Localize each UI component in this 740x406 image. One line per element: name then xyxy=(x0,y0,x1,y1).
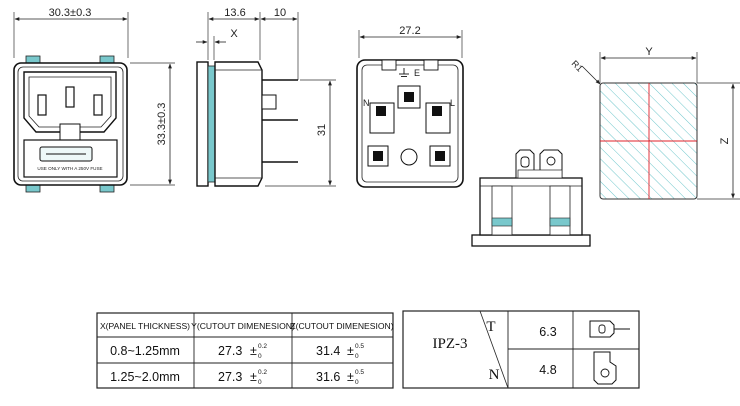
bottom-panel-section xyxy=(491,217,513,227)
spec-row1-y: 27.3 xyxy=(218,344,242,358)
bottom-flange xyxy=(471,234,591,247)
spec-row2-y-pm: ± xyxy=(250,370,257,384)
spec-row2-y-tol-upper: 0.2 xyxy=(258,369,267,376)
spec-row2-x: 1.25~2.0mm xyxy=(110,370,180,384)
terminal-screw xyxy=(376,106,386,116)
spec-row1-z-tol-upper: 0.5 xyxy=(355,343,364,350)
pin-slot-left xyxy=(37,94,47,116)
spec-header-x: X(PANEL THICKNESS) xyxy=(100,321,190,331)
earth-label: E xyxy=(414,68,420,78)
cutout-z-label: Z xyxy=(719,137,731,144)
panel-cutout: Y R1 Z xyxy=(570,46,740,200)
neutral-label: N xyxy=(363,98,370,108)
terminal-type-n: N xyxy=(489,367,500,383)
spec-row1-y-tol-upper: 0.2 xyxy=(258,343,267,350)
side-height-dimension: 31 xyxy=(316,124,328,136)
spec-row1-y-tol-lower: 0 xyxy=(258,353,262,360)
spec-row1-z-tol-lower: 0 xyxy=(355,353,359,360)
side-view: 13.6 10 X 31 xyxy=(196,7,336,187)
iec-inlet-recess xyxy=(28,76,112,128)
terminal-model: IPZ-3 xyxy=(433,336,468,352)
fuse-label: USE ONLY WITH A 250V FUSE xyxy=(37,166,102,171)
rear-width-dimension: 27.2 xyxy=(399,25,420,37)
spec-header-y: Y(CUTOUT DIMENESION) xyxy=(191,321,295,331)
cutout-y-label: Y xyxy=(645,46,653,58)
rear-body-inner xyxy=(361,64,459,183)
side-terminal-block xyxy=(261,94,277,110)
rear-mount-hole xyxy=(400,148,418,166)
terminal-screw xyxy=(373,151,383,161)
side-dim-b: 10 xyxy=(274,7,286,19)
terminal-size-n: 4.8 xyxy=(539,363,556,377)
spec-row1-z-pm: ± xyxy=(347,344,354,358)
spec-row2-z-tol-lower: 0 xyxy=(355,379,359,386)
terminal-view xyxy=(471,149,591,247)
tab-terminal-icon xyxy=(593,351,617,385)
front-body-inner xyxy=(17,66,124,182)
spec-row2-z: 31.6 xyxy=(316,370,340,384)
bottom-section-left xyxy=(491,185,513,236)
live-label: L xyxy=(450,98,455,108)
cutout-radius-leader xyxy=(581,65,601,85)
bottom-panel-section xyxy=(549,217,571,227)
side-body xyxy=(214,61,263,187)
spec-table-border xyxy=(96,312,394,389)
side-flange xyxy=(196,61,209,187)
fuse-drawer-latch xyxy=(59,123,81,141)
cutout-spec-table: X(PANEL THICKNESS) Y(CUTOUT DIMENESION) … xyxy=(96,312,394,389)
spec-row1-y-pm: ± xyxy=(250,344,257,358)
cutout-radius-label: R1 xyxy=(570,58,585,73)
spec-row1-x: 0.8~1.25mm xyxy=(110,344,180,358)
front-width-dimension: 30.3±0.3 xyxy=(49,7,92,19)
side-dim-x: X xyxy=(230,28,238,40)
spec-row2-y-tol-lower: 0 xyxy=(258,379,262,386)
spec-row2-y: 27.3 xyxy=(218,370,242,384)
front-height-dimension: 33.3±0.3 xyxy=(156,103,168,146)
terminal-screw xyxy=(404,92,414,102)
spec-header-z: Z(CUTOUT DIMENESION) xyxy=(290,321,393,331)
side-dim-a: 13.6 xyxy=(224,7,245,19)
tab-terminal-icon xyxy=(589,320,630,338)
terminal-size-t: 6.3 xyxy=(539,325,556,339)
terminal-screw xyxy=(435,151,445,161)
terminal-table: IPZ-3 T N 6.3 4.8 xyxy=(402,310,640,389)
bottom-section-right xyxy=(549,185,571,236)
spec-row2-z-tol-upper: 0.5 xyxy=(355,369,364,376)
rear-view: 27.2 E N L xyxy=(356,25,464,188)
front-view: 30.3±0.3 USE ONLY WITH A 250V FUSE 33.3±… xyxy=(13,7,175,193)
spec-row1-z: 31.4 xyxy=(316,344,340,358)
terminal-type-t: T xyxy=(486,319,495,335)
pin-slot-earth xyxy=(65,86,75,108)
rear-clip xyxy=(423,59,439,71)
terminal-table-diagonal xyxy=(479,310,509,389)
pin-slot-right xyxy=(93,94,103,116)
spec-row2-z-pm: ± xyxy=(347,370,354,384)
rear-clip xyxy=(381,59,397,71)
side-panel-section xyxy=(207,65,216,183)
terminal-screw xyxy=(432,106,442,116)
